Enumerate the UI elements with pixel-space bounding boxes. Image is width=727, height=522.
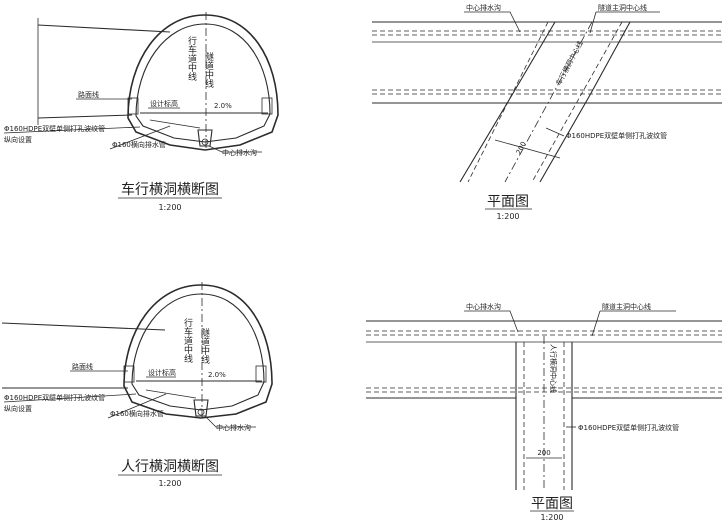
tunnel-lining-inner [131,293,265,411]
center-drain-leader [204,415,256,428]
pedestrian-cross-passage-section: 行车道中线 隧道中线 路面线 设计标高 2.0% Φ160HDPE双壁单侧打孔波… [1,282,273,488]
pedestrian-cross-passage-plan: 中心排水沟 隧道主洞中心线 人行横洞中心线 Φ160HDPE双壁单侧打孔波纹管 … [366,302,722,522]
cross-passage-right-edge [539,21,631,183]
vertical-label-2: 隧道中线 [203,51,214,88]
drawing-title: 人行横洞横断图 [121,459,219,475]
transverse-pipe [149,119,201,129]
right-side-drain [255,365,267,383]
left-side-drain [127,97,139,115]
hdpe-label: Φ160HDPE双壁单侧打孔波纹管 [566,131,667,140]
tunnel-center-label: 隧道主洞中心线 [602,302,651,311]
transverse-label: Φ160横向排水管 [112,140,166,149]
cross-passage-left-dash [467,21,549,183]
side-passage-top-line [1,322,166,331]
drawing-scale: 1:200 [158,203,181,212]
cross-center-label: 车行横洞中心线 [554,39,585,86]
tunnel-center-leader [589,11,660,34]
transverse-label: Φ160横向排水管 [110,409,164,418]
right-side-drain [261,97,273,115]
center-drain-pipe [197,408,205,416]
side-passage-top-line [37,24,171,33]
center-drain-leader [208,145,262,153]
dim-line [494,139,561,159]
tunnel-center-leader [591,310,676,337]
transverse-leader [109,125,171,150]
dim-label: 200 [537,449,550,457]
left-side-drain [123,365,135,383]
dim-label: 200 [515,140,528,156]
center-drain-label: 中心排水沟 [466,302,501,311]
transverse-leader [107,393,167,419]
center-drain-leader [464,310,519,333]
vertical-label-1: 行车道中线 [182,317,193,363]
tunnel-lining-outer [127,14,279,151]
drawing-scale: 1:200 [540,513,563,522]
hdpe-leader [545,127,565,137]
cross-passage-centerline [504,21,593,183]
center-drain-label: 中心排水沟 [216,423,251,432]
hdpe-leader [3,126,141,134]
side-passage-bottom-line [37,114,133,119]
cross-passage-right-dash [531,21,623,183]
longitudinal-label: 纵向设置 [4,404,32,413]
hdpe-label: Φ160HDPE双壁单侧打孔波纹管 [4,393,105,402]
center-drain-label: 中心排水沟 [466,3,501,12]
design-elev-label: 设计标高 [148,368,176,377]
tunnel-lining-outer [123,284,273,419]
tunnel-center-label: 隧道主洞中心线 [598,3,647,12]
drawing-title: 平面图 [531,496,573,512]
slope-label: 2.0% [208,371,226,379]
vertical-label-2: 隧道中线 [199,327,210,364]
center-drain-pipe [201,138,209,146]
drawing-scale: 1:200 [496,212,519,221]
hdpe-label: Φ160HDPE双壁单侧打孔波纹管 [4,124,105,133]
cross-passage-left-edge [459,21,556,183]
center-drain-label: 中心排水沟 [222,148,257,157]
transverse-pipe [145,389,197,399]
drawing-title: 平面图 [487,194,529,210]
vehicle-cross-passage-plan: 中心排水沟 隧道主洞中心线 车行横洞中心线 Φ160HDPE双壁单侧打孔波纹管 … [372,3,722,221]
hdpe-leader [3,393,137,403]
pavement-label: 路面线 [72,362,93,371]
drawing-title: 车行横洞横断图 [121,181,219,198]
slope-label: 2.0% [214,102,232,110]
center-drain-trench [197,129,213,147]
tunnel-lining-inner [135,23,271,143]
longitudinal-label: 纵向设置 [4,135,32,144]
center-drain-trench [193,399,209,417]
drawing-scale: 1:200 [158,479,181,488]
cross-center-label: 人行横洞中心线 [549,344,558,393]
vertical-label-1: 行车道中线 [186,35,197,81]
vehicle-cross-passage-section: 行车道中线 隧道中线 路面线 设计标高 2.0% Φ160HDPE双壁单侧打孔波… [3,12,279,212]
hdpe-label: Φ160HDPE双壁单侧打孔波纹管 [578,423,679,432]
pavement-label: 路面线 [78,90,99,99]
center-drain-leader [464,11,521,33]
design-elev-label: 设计标高 [150,99,178,108]
